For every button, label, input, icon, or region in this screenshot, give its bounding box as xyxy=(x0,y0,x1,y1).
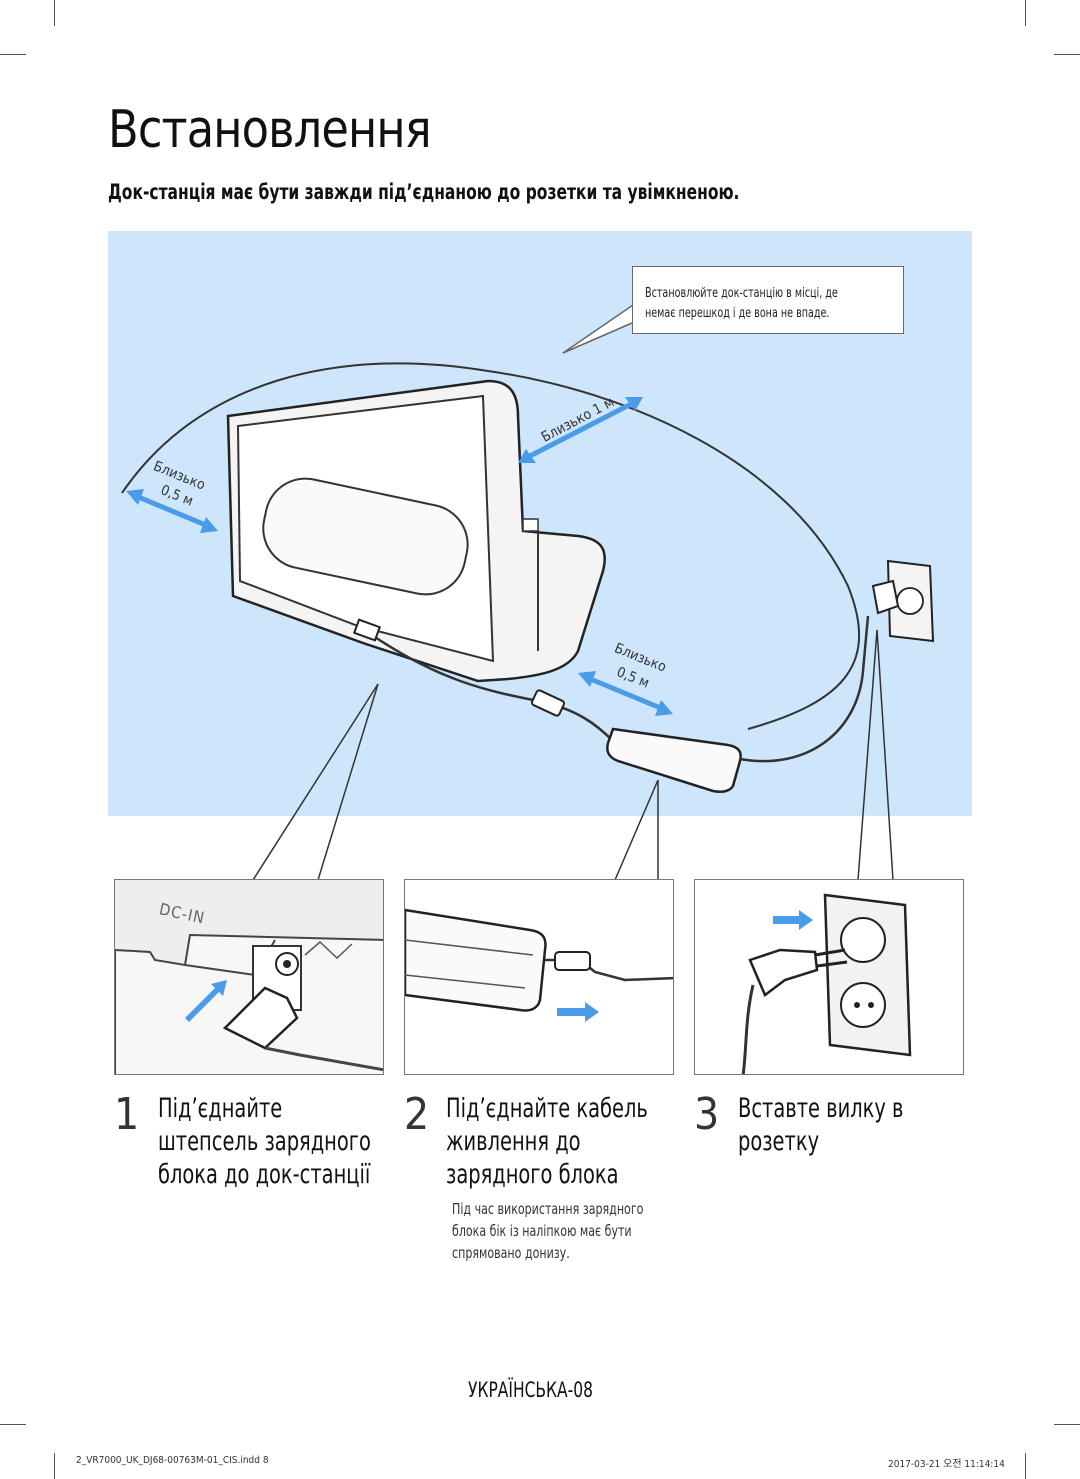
page-title: Встановлення xyxy=(108,100,432,160)
callout-line: немає перешкод і де вона не впаде. xyxy=(645,306,830,321)
crop-mark xyxy=(1025,0,1026,26)
panel-dc-in: DC-IN xyxy=(114,879,384,1075)
socket-drawing xyxy=(741,893,912,1074)
panel-adapter xyxy=(404,879,674,1075)
page-number: УКРАЇНСЬКА-08 xyxy=(468,1378,593,1402)
crop-mark xyxy=(0,1424,26,1425)
step-number: 2 xyxy=(404,1089,430,1140)
page-subtitle: Док-станція має бути завжди під’єднаною … xyxy=(108,180,740,204)
step-text-line: Під’єднайте xyxy=(158,1093,283,1124)
note-line: Під час використання зарядного xyxy=(452,1200,644,1218)
crop-mark xyxy=(1054,1424,1080,1425)
step-text-line: Вставте вилку в xyxy=(738,1093,904,1124)
note-line: блока бік із наліпкою має бути xyxy=(452,1222,632,1240)
step-number: 1 xyxy=(114,1089,140,1140)
crop-mark xyxy=(54,0,55,26)
step-text-line: живлення до xyxy=(446,1126,581,1157)
panel-socket xyxy=(694,879,964,1075)
step-text-line: блока до док-станції xyxy=(158,1159,371,1190)
crop-mark xyxy=(1025,1453,1026,1479)
crop-mark xyxy=(1054,54,1080,55)
step-text-line: зарядного блока xyxy=(446,1159,619,1190)
adapter-note: Під час використання зарядного блока бік… xyxy=(452,1198,685,1264)
adapter-drawing xyxy=(405,908,673,1022)
step-text-line: розетку xyxy=(738,1126,820,1157)
step-text-line: Під’єднайте кабель xyxy=(446,1093,648,1124)
step-text-line: штепсель зарядного xyxy=(158,1126,371,1157)
dock-drawing xyxy=(121,302,935,794)
placement-callout: Встановлюйте док-станцію в місці, де нем… xyxy=(632,266,904,334)
crop-mark xyxy=(0,54,26,55)
footer-datetime: 2017-03-21 오전 11:14:14 xyxy=(888,1459,1005,1470)
callout-line: Встановлюйте док-станцію в місці, де xyxy=(645,286,838,301)
step-number: 3 xyxy=(694,1089,720,1140)
crop-mark xyxy=(54,1453,55,1479)
footer-file: 2_VR7000_UK_DJ68-00763M-01_CIS.indd 8 xyxy=(76,1455,269,1466)
dc-in-drawing xyxy=(115,880,383,1074)
note-line: спрямовано донизу. xyxy=(452,1244,570,1262)
